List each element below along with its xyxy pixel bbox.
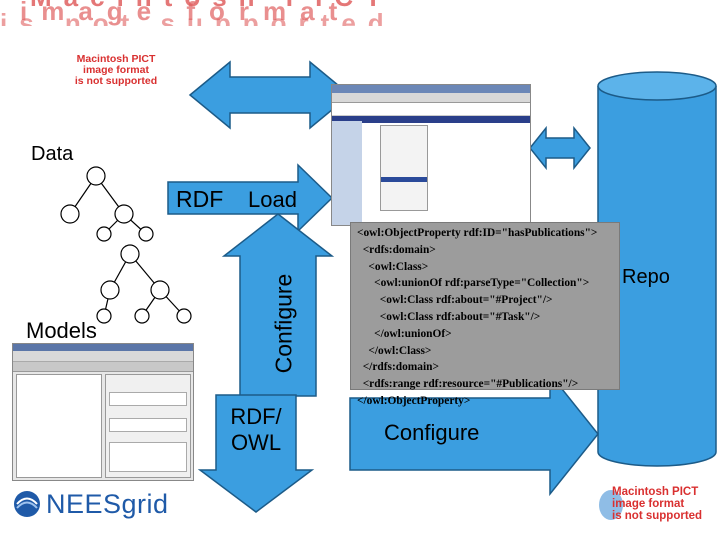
pict-top-line-2: image format: [83, 64, 149, 77]
banner-line-2: image format: [20, 0, 352, 26]
owl-line: <owl:ObjectProperty rdf:ID="hasPublicati…: [357, 227, 598, 239]
shot-list-selection: [381, 177, 427, 182]
shot-toolbar: [332, 93, 530, 103]
owl-line: <owl:Class>: [357, 260, 429, 273]
protege-titlebar: [13, 344, 193, 351]
protege-field: [109, 392, 187, 406]
owl-line: <rdfs:range rdf:resource="#Publications"…: [357, 378, 579, 391]
protege-tabs: [13, 362, 193, 372]
load-arrow: [167, 163, 334, 233]
rdf-owl-arrow: [197, 394, 315, 513]
protege-toolbar: [13, 351, 193, 362]
neesgrid-logo: NEESgrid: [12, 486, 169, 522]
pict-placeholder-bottom: Macintosh PICT image format is not suppo…: [596, 486, 720, 526]
pict-top-line-3: is not supported: [74, 75, 158, 88]
pict-swirl-icon: [599, 490, 623, 520]
protege-screenshot: [12, 343, 194, 481]
owl-line: </owl:Class>: [357, 344, 432, 357]
pict-placeholder-top: Macintosh PICT image format is not suppo…: [66, 53, 166, 88]
top-banner: Macintosh PICT image format is not suppo…: [0, 0, 720, 26]
rdf-label: RDF: [176, 186, 224, 212]
shot-list: [380, 125, 428, 211]
protege-field: [109, 442, 187, 472]
pict-bottom-line-3: is not supported: [612, 510, 703, 523]
configure-rotated-label: Configure: [270, 273, 297, 374]
models-tree: [96, 244, 192, 324]
owl-code-box: <owl:ObjectProperty rdf:ID="hasPublicati…: [350, 222, 620, 407]
owl-line: </owl:unionOf>: [357, 327, 452, 340]
owl-line: <owl:unionOf rdf:parseType="Collection">: [357, 277, 590, 290]
pict-bottom-text: Macintosh PICT image format is not suppo…: [612, 486, 702, 522]
owl-line: <owl:Class rdf:about="#Project"/>: [357, 294, 553, 307]
shot-sidebar: [332, 121, 362, 225]
pict-bottom-line-1: Macintosh PICT: [612, 486, 699, 498]
top-double-arrow: [188, 60, 352, 130]
load-label: Load: [248, 187, 297, 212]
owl-line: </owl:ObjectProperty>: [357, 394, 471, 407]
rdf-owl-line-2: OWL: [230, 430, 282, 455]
data-tree: [60, 166, 154, 242]
repo-label: Repo: [622, 266, 670, 288]
web-ui-screenshot: [331, 84, 531, 226]
models-label: Models: [26, 318, 97, 343]
shot-titlebar: [332, 85, 530, 93]
owl-line: </rdfs:domain>: [357, 361, 439, 374]
data-label: Data: [31, 143, 74, 165]
configure-right-arrow: [349, 371, 599, 497]
protege-tree-panel: [16, 374, 102, 478]
configure-up-arrow: [221, 213, 335, 397]
rdf-owl-line-1: RDF/: [230, 404, 282, 429]
owl-line: <rdfs:domain>: [357, 243, 436, 256]
configure-label: Configure: [384, 420, 480, 445]
shot-bluebar: [332, 116, 530, 123]
rdf-owl-label: RDF/ OWL: [216, 404, 296, 456]
neesgrid-swirl-icon: [14, 491, 40, 517]
pict-top-line-1: Macintosh PICT: [76, 53, 156, 65]
protege-field: [109, 418, 187, 432]
shot-header: [332, 103, 530, 116]
banner-line-3: is not supported: [0, 8, 396, 26]
banner-line-1: Macintosh PICT: [30, 0, 393, 11]
pict-bottom-line-2: image format: [612, 498, 685, 511]
repo-double-arrow: [529, 125, 591, 171]
repo-cylinder: [597, 71, 717, 467]
neesgrid-logo-text: NEESgrid: [46, 488, 169, 519]
owl-line: <owl:Class rdf:about="#Task"/>: [357, 310, 541, 323]
